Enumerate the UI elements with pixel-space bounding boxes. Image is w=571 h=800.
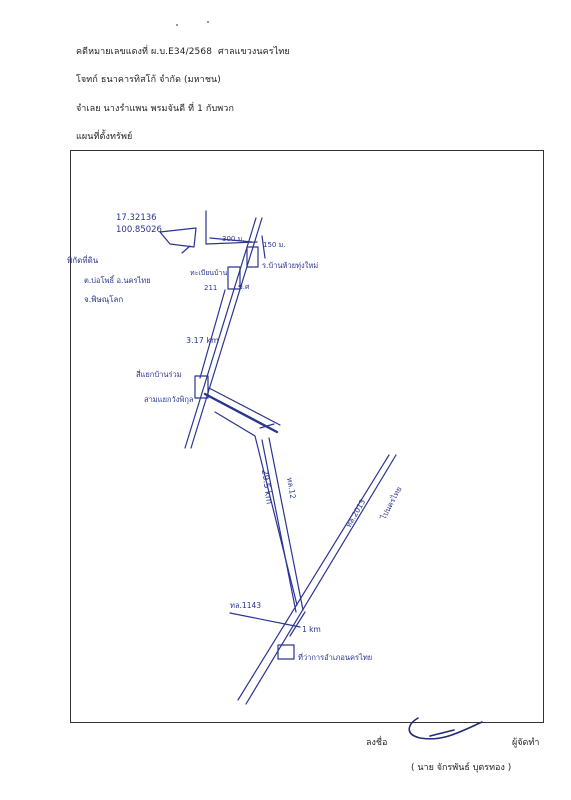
distance-295km: 29.5 km xyxy=(259,469,274,505)
hwy-2013-left xyxy=(237,454,390,701)
arrow-317km xyxy=(199,289,226,379)
property-label: พิกัดที่ดิน xyxy=(67,254,99,265)
court-name: ศาลแขวงนครไทย xyxy=(218,47,290,57)
district-office-box xyxy=(277,644,295,660)
map-title: แผนที่ตั้งทรัพย์ xyxy=(76,132,133,142)
village-sign-label: ร.บ้านห้วยทุ่งใหม่ xyxy=(262,261,318,270)
case-number-line: คดีหมายเลขแดงที่ ผ.บ.E34/2568 ศาลแขวงนครไ… xyxy=(76,44,290,58)
arrow-300m xyxy=(209,237,253,243)
signature-role: ผู้จัดทำ xyxy=(512,738,540,748)
arrow-1km xyxy=(289,611,306,637)
hwy-1143-label: ทล.1143 xyxy=(230,601,261,610)
defendant-line: จำเลย นางรำแพน พรมจันดี ที่ 1 กับพวก xyxy=(76,104,234,114)
top-branch-road xyxy=(205,210,258,245)
diagonal-highway xyxy=(203,392,279,434)
hwy-1143-road xyxy=(229,612,301,628)
coordinate-lon: 100.85026 xyxy=(116,225,162,235)
signature-scribble xyxy=(408,717,483,740)
junction-cross xyxy=(259,423,275,429)
distance-1km: 1 km xyxy=(302,625,321,634)
plaintiff-line: โจทก์ ธนาคารทิสโก้ จำกัด (มหาชน) xyxy=(76,75,221,85)
signer-name: ( นาย จักรพันธ์ บุตรทอง ) xyxy=(411,763,512,773)
property-pointer xyxy=(181,245,191,254)
market-label: สี่แยกบ้านร่วม xyxy=(136,369,182,379)
mark-a-label: ทะเบียนบ้าน xyxy=(190,269,227,277)
case-number: คดีหมายเลขแดงที่ ผ.บ.E34/2568 xyxy=(76,47,213,57)
junction-label: สามแยกวังพิกุล xyxy=(144,395,193,404)
hwy-12-label: ทล.12 xyxy=(285,477,298,500)
signature-label: ลงชื่อ xyxy=(366,738,388,748)
main-road-left xyxy=(184,217,257,449)
province-label: จ.พิษณุโลก xyxy=(84,294,123,304)
to-city-label: ไปนครไทย xyxy=(378,485,403,522)
arrow-295km xyxy=(214,411,298,606)
mark-c-label: ข.ศ xyxy=(238,283,250,291)
hwy-2013-right xyxy=(245,454,397,705)
distance-150m: 150 ม. xyxy=(263,241,285,249)
mark-b-label: 211 xyxy=(204,284,217,292)
coordinate-lat: 17.32136 xyxy=(116,213,157,223)
property-branch xyxy=(159,227,197,248)
distance-300m: 300 ม. xyxy=(222,235,244,243)
long-road-left xyxy=(261,439,297,613)
long-road-right xyxy=(268,437,304,611)
map-frame xyxy=(70,150,544,723)
distance-317km: 3.17 km xyxy=(186,336,219,345)
main-road-right xyxy=(190,217,263,449)
scan-speck xyxy=(176,24,178,26)
district-label: ต.บ่อโพธิ์ อ.นครไทย xyxy=(84,275,151,285)
scan-speck xyxy=(207,21,209,23)
hwy-2013-label: ทล.2013 xyxy=(344,497,367,529)
market-box xyxy=(194,375,209,399)
arrow-150m xyxy=(261,235,266,259)
top-junction-box xyxy=(246,246,259,268)
diagonal-highway-right xyxy=(208,387,281,426)
district-office-label: ที่ว่าการอำเภอนครไทย xyxy=(298,652,372,662)
mark-box xyxy=(227,266,241,290)
